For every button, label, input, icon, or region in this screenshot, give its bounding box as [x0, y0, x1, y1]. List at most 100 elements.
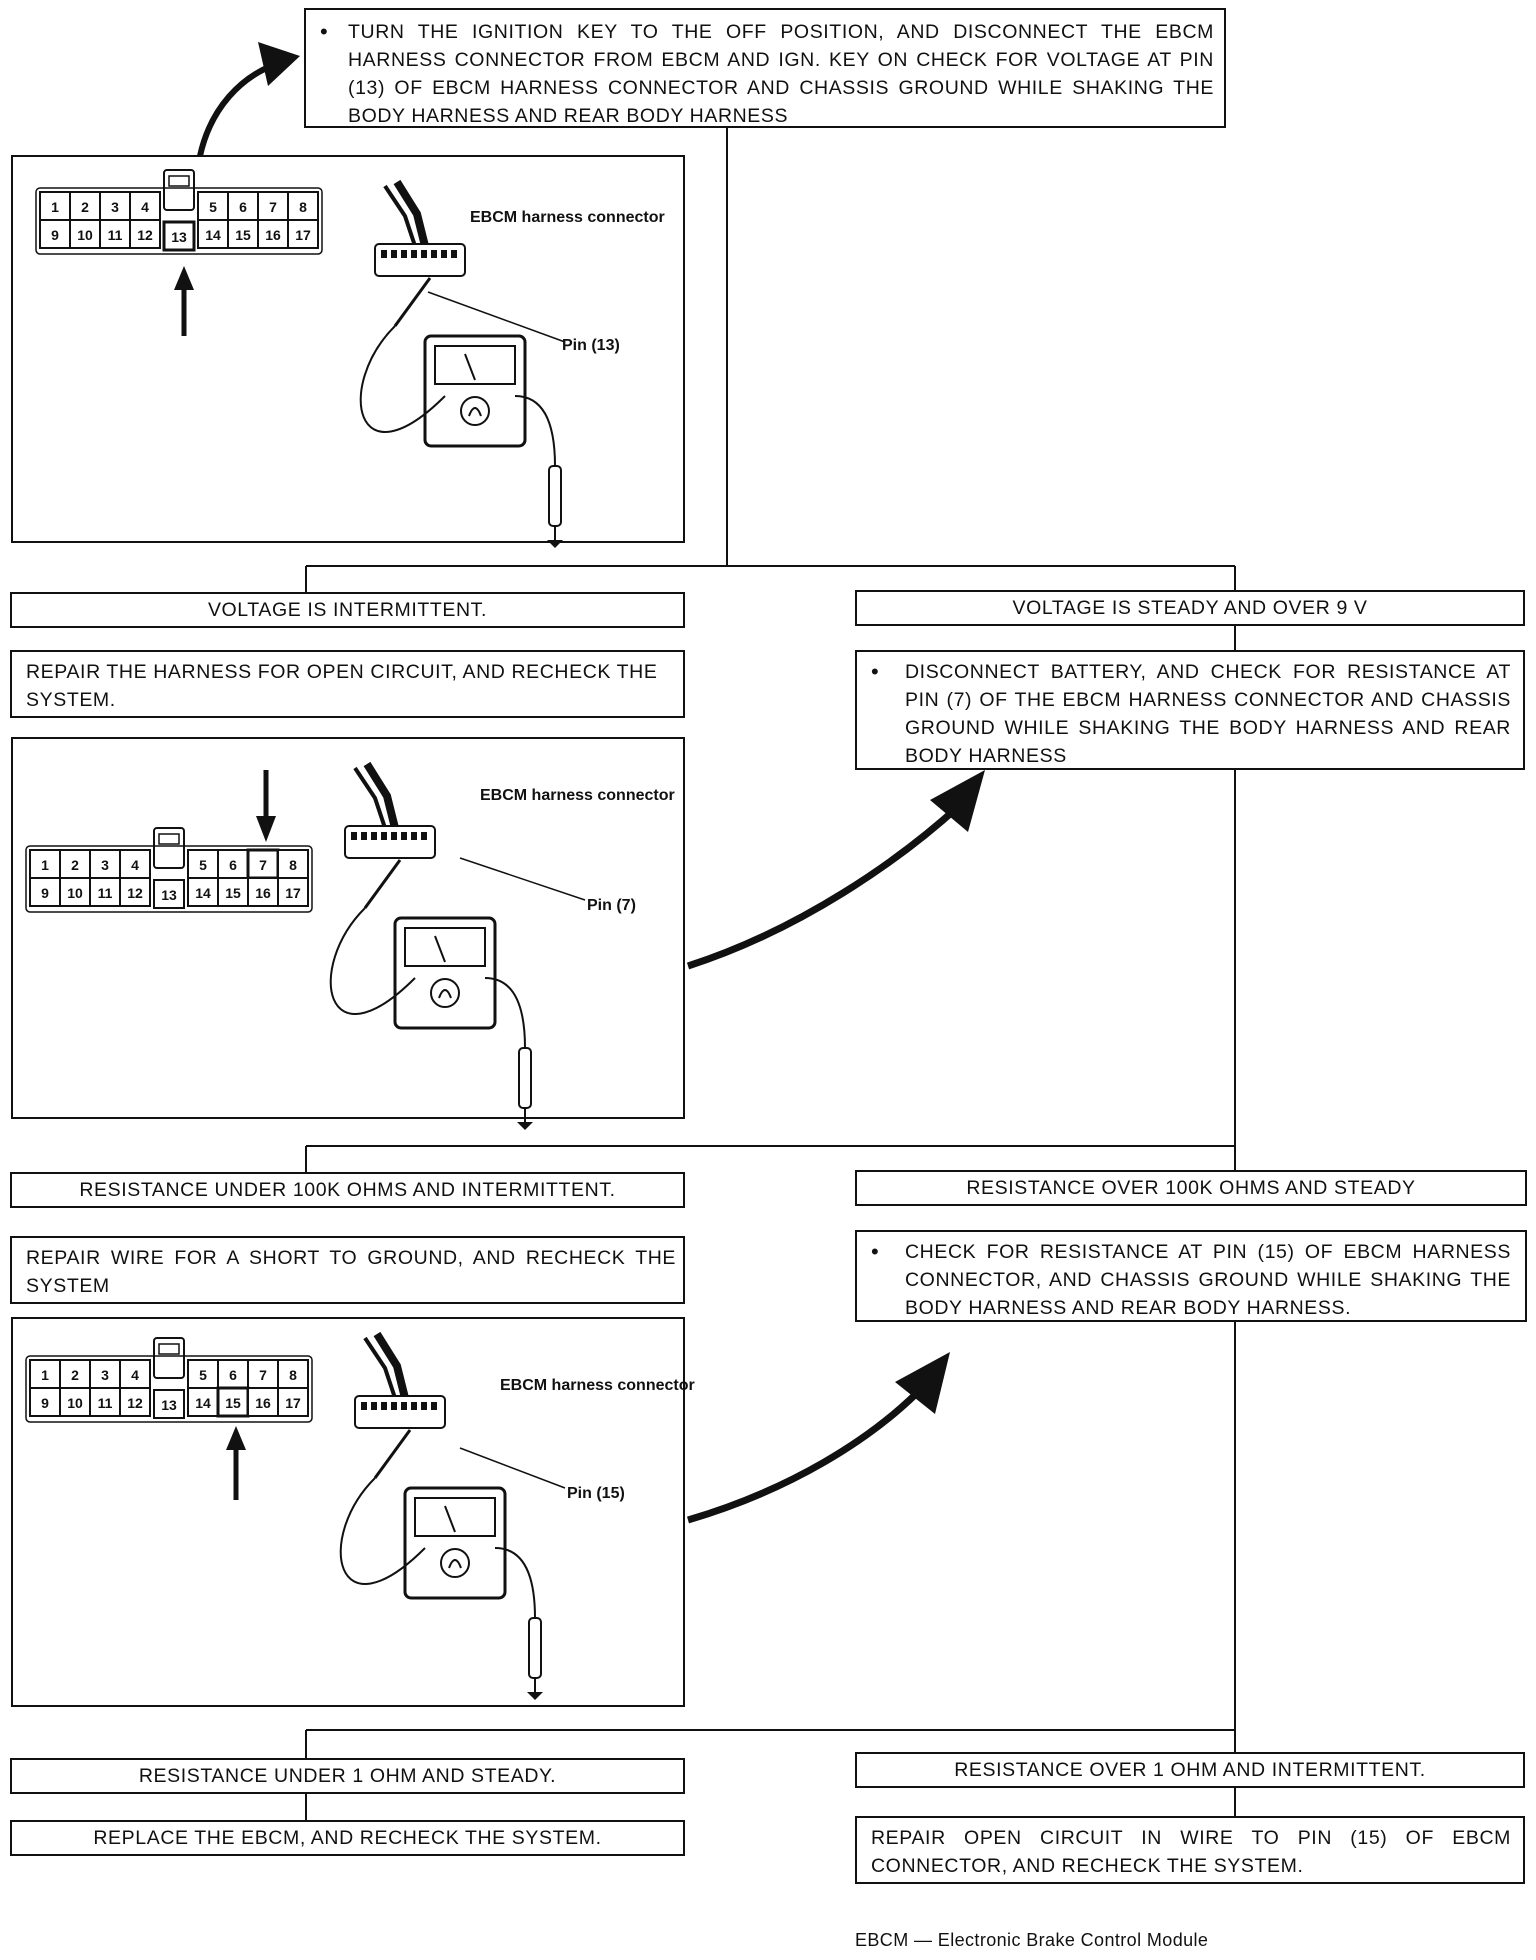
pin-number: 12: [127, 1395, 143, 1411]
harness-wire: [383, 184, 417, 247]
pin-label: Pin (13): [562, 337, 620, 354]
meter-lead: [339, 1477, 426, 1585]
pin-number: 5: [209, 199, 217, 215]
figure-frame: [11, 737, 685, 1119]
ground-lead: [494, 1547, 536, 1619]
meter-lead: [329, 907, 416, 1015]
meter-knob-mark: [448, 1559, 462, 1569]
pin-number: 13: [161, 887, 177, 903]
action-text: REPAIR WIRE FOR A SHORT TO GROUND, AND R…: [26, 1247, 676, 1297]
pin-cell: [153, 1389, 185, 1419]
plug-pin: [391, 250, 397, 258]
footnote: EBCM — Electronic Brake Control Module: [855, 1930, 1209, 1950]
plug-pin: [361, 1402, 367, 1410]
meter-needle: [434, 935, 446, 963]
plug-pin: [381, 832, 387, 840]
bullet-icon: •: [320, 19, 328, 44]
pin-number: 14: [205, 227, 221, 243]
pin-number: 3: [101, 1367, 109, 1383]
ground-lead: [484, 977, 526, 1049]
multimeter-icon: [329, 761, 533, 1130]
pin-number: 7: [259, 1367, 267, 1383]
pin-cell: [187, 877, 219, 907]
connector-label: EBCM harness connector: [500, 1377, 695, 1394]
plug-pin: [381, 250, 387, 258]
pin-number: 4: [131, 1367, 139, 1383]
harness-wire: [373, 1331, 409, 1399]
plug-pin: [401, 1402, 407, 1410]
meter-knob-mark: [468, 407, 482, 417]
ground-lead: [514, 395, 556, 467]
pin-cell: [217, 877, 249, 907]
pin-number: 2: [71, 1367, 79, 1383]
pin-cell: [119, 1387, 151, 1417]
action-text: REPAIR THE HARNESS FOR OPEN CIRCUIT, AND…: [26, 661, 658, 711]
pin-number: 11: [98, 885, 113, 901]
curved-arrow-icon: [197, 42, 300, 157]
pin-number: 3: [111, 199, 119, 215]
pin-cell: [247, 1387, 279, 1417]
meter-needle: [464, 353, 476, 381]
pin-cell: [29, 1359, 61, 1389]
up-arrow-icon: [174, 266, 194, 336]
connector-label: EBCM harness connector: [480, 787, 675, 804]
plug-pin: [351, 832, 357, 840]
down-arrow-icon: [256, 770, 276, 842]
pin-number: 17: [295, 227, 311, 243]
pin-number: 9: [51, 227, 59, 243]
connector-outline: [25, 845, 313, 913]
plug-pin: [421, 832, 427, 840]
pin-cell: [277, 1387, 309, 1417]
pin-cell: [162, 220, 196, 252]
pin-cell: [257, 219, 289, 249]
pin-number: 13: [171, 229, 187, 245]
result-resistance-under-1-ohm: RESISTANCE UNDER 1 OHM AND STEADY.: [10, 1758, 685, 1794]
pin-number: 1: [41, 1367, 49, 1383]
pin-number: 1: [41, 857, 49, 873]
pin-number: 4: [141, 199, 149, 215]
harness-plug: [344, 825, 436, 859]
pin-cell: [69, 219, 101, 249]
pin-number: 8: [289, 1367, 297, 1383]
result-resistance-over-1-ohm: RESISTANCE OVER 1 OHM AND INTERMITTENT.: [855, 1752, 1525, 1788]
pin-number: 2: [71, 857, 79, 873]
plug-pin: [401, 832, 407, 840]
action-repair-open-wire: REPAIR OPEN CIRCUIT IN WIRE TO PIN (15) …: [855, 1816, 1525, 1884]
meter-knob: [440, 1548, 470, 1578]
pin-cell: [197, 191, 229, 221]
pin-cell: [277, 1359, 309, 1389]
step-1-box: • TURN THE IGNITION KEY TO THE OFF POSIT…: [304, 8, 1226, 128]
pin-number: 11: [108, 227, 123, 243]
pin-number: 15: [225, 885, 241, 901]
pin-cell: [227, 219, 259, 249]
plug-pin: [441, 250, 447, 258]
plug-pin: [421, 1402, 427, 1410]
pin-number: 14: [195, 1395, 211, 1411]
pin-number: 2: [81, 199, 89, 215]
pin-cell: [119, 877, 151, 907]
pin-cell: [89, 849, 121, 879]
bullet-icon: •: [871, 659, 879, 684]
pin-number: 16: [265, 227, 281, 243]
ground-probe: [518, 1047, 532, 1109]
latch-detail: [158, 1343, 180, 1355]
pin-number: 10: [77, 227, 93, 243]
figure-frame: [11, 1317, 685, 1707]
connector-outline: [35, 187, 323, 255]
plug-pin: [371, 832, 377, 840]
plug-pin: [401, 250, 407, 258]
pin-number: 10: [67, 885, 83, 901]
connector-latch: [153, 1337, 185, 1379]
plug-pin: [391, 1402, 397, 1410]
pin-cell: [287, 219, 319, 249]
pin-cell: [187, 1359, 219, 1389]
step-1-instruction: TURN THE IGNITION KEY TO THE OFF POSITIO…: [348, 21, 1214, 127]
curved-arrow-icon: [687, 1352, 950, 1524]
result-resistance-under-100k: RESISTANCE UNDER 100K OHMS AND INTERMITT…: [10, 1172, 685, 1208]
pin-number: 3: [101, 857, 109, 873]
plug-pin: [411, 832, 417, 840]
pin-number: 15: [235, 227, 251, 243]
